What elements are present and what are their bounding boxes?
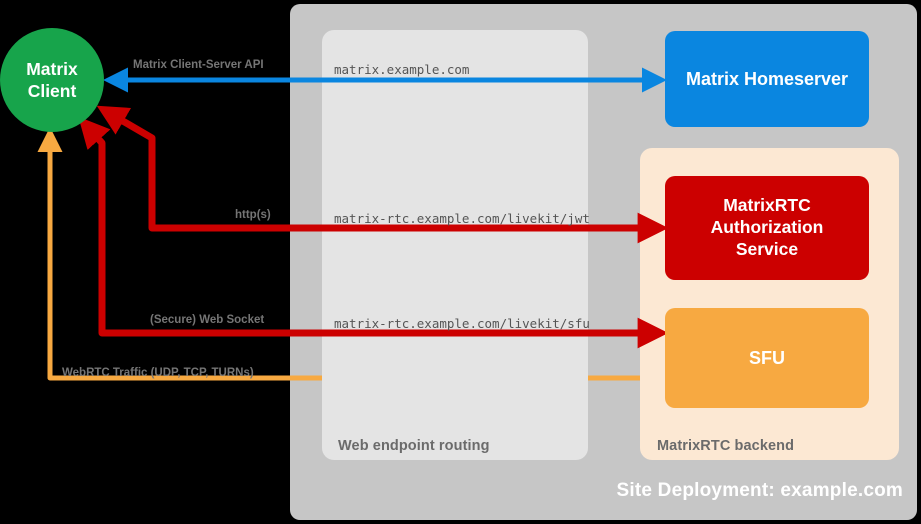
edge-label-secure-web-socket: (Secure) Web Socket xyxy=(150,314,265,326)
matrix-client-label-line1: Matrix xyxy=(26,58,78,79)
matrix-client-label-line2: Client xyxy=(27,81,77,101)
auth-service-label-line3: Service xyxy=(735,238,799,259)
node-matrix-client[interactable]: Matrix Client xyxy=(0,28,104,132)
panel-caption-web-endpoint-routing: Web endpoint routing xyxy=(338,438,490,454)
matrix-homeserver-label: Matrix Homeserver xyxy=(685,68,849,89)
node-matrixrtc-authorization-service[interactable]: MatrixRTC Authorization Service xyxy=(665,176,869,280)
site-deployment-caption: Site Deployment: example.com xyxy=(616,480,903,501)
url-label-matrix-example-com: matrix.example.com xyxy=(334,62,470,77)
web-endpoint-routing-panel xyxy=(322,30,588,460)
url-label-livekit-sfu: matrix-rtc.example.com/livekit/sfu xyxy=(334,316,590,331)
panel-caption-matrixrtc-backend: MatrixRTC backend xyxy=(657,438,795,454)
auth-service-label-line2: Authorization xyxy=(710,217,824,238)
edge-label-client-server-api: Matrix Client-Server API xyxy=(133,59,264,71)
node-sfu[interactable]: SFU xyxy=(665,308,869,408)
edge-label-webrtc-traffic: WebRTC Traffic (UDP, TCP, TURNs) xyxy=(62,367,254,379)
url-label-livekit-jwt: matrix-rtc.example.com/livekit/jwt xyxy=(334,211,590,226)
sfu-label: SFU xyxy=(749,347,785,368)
node-matrix-homeserver[interactable]: Matrix Homeserver xyxy=(665,31,869,127)
auth-service-label-line1: MatrixRTC xyxy=(723,195,811,216)
edge-label-https: http(s) xyxy=(235,209,271,221)
